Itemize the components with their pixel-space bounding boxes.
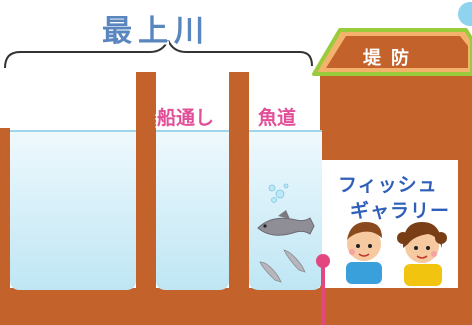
fish-gallery-label-line1: フィッシュ <box>338 174 438 196</box>
divider-2 <box>229 72 249 292</box>
levee-roof-inner <box>326 36 468 68</box>
fishway-label: 魚道 <box>258 107 297 129</box>
river-brace <box>4 37 313 69</box>
viewing-pole <box>321 262 325 325</box>
ship-surface-line <box>156 130 229 132</box>
river-water <box>10 132 136 290</box>
levee-label: 堤防 <box>363 48 419 69</box>
child-boy-icon <box>346 222 382 284</box>
small-fish-icon <box>259 249 306 283</box>
viewing-point <box>316 254 330 268</box>
ship-passage-water <box>156 132 229 290</box>
ship-passage-label: 船通し <box>157 107 215 129</box>
fish-gallery-label-line2: ギャラリー <box>350 200 451 222</box>
divider-1 <box>136 72 156 292</box>
river-surface-line <box>10 130 136 132</box>
fish-icon <box>257 210 315 236</box>
corner-circle <box>458 2 472 26</box>
river-title: 最上川 <box>102 14 210 49</box>
left-wall <box>0 128 10 298</box>
fishway-surface-line <box>249 130 322 132</box>
child-girl-icon <box>397 222 447 286</box>
bubbles-icon <box>268 183 289 203</box>
